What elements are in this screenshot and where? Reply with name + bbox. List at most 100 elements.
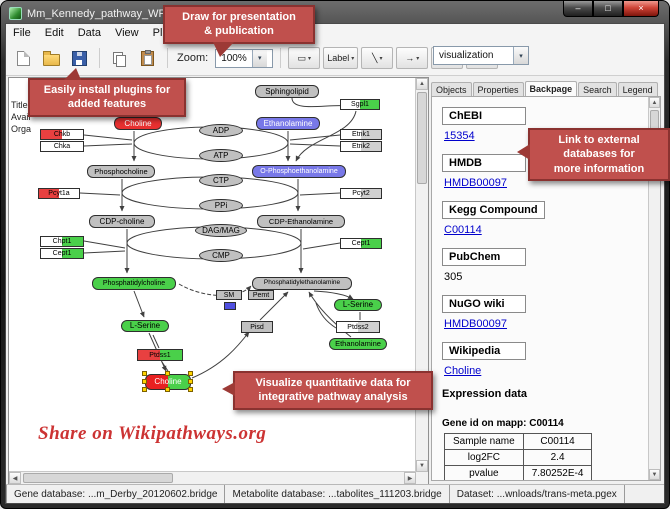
pathway-node[interactable]: Etnk2: [340, 141, 382, 152]
toolbar-separator: [167, 48, 168, 68]
app-icon: [9, 7, 22, 20]
pathway-node[interactable]: CMP: [199, 249, 243, 262]
tab-objects[interactable]: Objects: [431, 82, 472, 96]
menu-edit[interactable]: Edit: [44, 26, 64, 39]
external-link[interactable]: HMDB00097: [444, 177, 507, 189]
menu-data[interactable]: Data: [77, 26, 101, 39]
tab-search[interactable]: Search: [578, 82, 617, 96]
tab-backpage[interactable]: Backpage: [524, 81, 578, 96]
pathway-node[interactable]: Phosphatidylcholine: [92, 277, 176, 290]
arrow-tool[interactable]: →▾: [396, 47, 429, 69]
callout-draw-presentation: Draw for presentation& publication: [163, 5, 315, 57]
external-link[interactable]: C00114: [444, 224, 482, 236]
line-tool[interactable]: ╲▾: [361, 47, 394, 69]
pathway-node[interactable]: Ethanolamine: [256, 117, 320, 130]
visualization-select[interactable]: visualization ▾: [433, 46, 529, 65]
pathway-node[interactable]: SM: [216, 290, 242, 300]
pathway-node[interactable]: Etnk1: [340, 129, 382, 140]
pathway-node[interactable]: Phosphatidylethanolamine: [252, 277, 352, 290]
label-tool-icon: Label: [327, 53, 350, 63]
new-file-button[interactable]: [11, 46, 36, 70]
selection-handle-icon[interactable]: [142, 387, 147, 392]
toolbar-separator: [99, 48, 100, 68]
selection-handle-icon[interactable]: [142, 379, 147, 384]
selection-handle-icon[interactable]: [188, 371, 193, 376]
pathway-node[interactable]: PPi: [199, 199, 243, 212]
database-value: HMDB00097: [444, 318, 643, 330]
pathway-node[interactable]: Choline: [114, 117, 162, 130]
menu-file[interactable]: File: [13, 26, 31, 39]
canvas-vertical-scrollbar[interactable]: ▲ ▼: [415, 78, 428, 472]
expression-gene-id: Gene id on mapp: C00114: [442, 418, 564, 429]
maximize-button[interactable]: □: [593, 1, 623, 17]
selection-handle-icon[interactable]: [142, 371, 147, 376]
pathway-node[interactable]: DAG/MAG: [195, 224, 247, 237]
external-link[interactable]: 15354: [444, 130, 475, 142]
pathway-node[interactable]: Ptdss1: [137, 349, 183, 361]
paste-button[interactable]: [135, 46, 160, 70]
scroll-down-icon[interactable]: ▼: [649, 469, 660, 480]
selection-handle-icon[interactable]: [165, 387, 170, 392]
new-file-icon: [17, 50, 30, 66]
pathway-node[interactable]: Chkb: [40, 129, 84, 140]
scroll-up-icon[interactable]: ▲: [649, 97, 660, 108]
pathway-node[interactable]: CDP-choline: [89, 215, 155, 228]
pathway-node[interactable]: Cept1: [340, 238, 382, 249]
pathway-node[interactable]: CDP-Ethanolamine: [257, 215, 345, 228]
pathway-node[interactable]: ATP: [199, 149, 243, 162]
pathway-node[interactable]: Phosphocholine: [87, 165, 155, 178]
save-icon: [72, 50, 87, 66]
pathway-node[interactable]: Sphingolipid: [255, 85, 319, 98]
pathway-node[interactable]: Pcyt1a: [38, 188, 80, 199]
pathway-node[interactable]: L-Serine: [334, 299, 382, 311]
dropdown-arrow-icon: ▾: [416, 55, 420, 62]
pathway-node[interactable]: Chpt1: [40, 236, 84, 247]
selection-handle-icon[interactable]: [188, 379, 193, 384]
scroll-left-icon[interactable]: ◀: [9, 472, 21, 484]
vertical-scroll-thumb[interactable]: [417, 92, 427, 184]
external-link[interactable]: HMDB00097: [444, 318, 507, 330]
pathway-node[interactable]: CTP: [199, 174, 243, 187]
pathway-node[interactable]: Chka: [40, 141, 84, 152]
external-link[interactable]: Choline: [444, 365, 482, 377]
tab-legend[interactable]: Legend: [617, 82, 658, 96]
selection-handle-icon[interactable]: [165, 371, 170, 376]
pathway-node[interactable]: [224, 302, 236, 310]
pathway-node[interactable]: Ethanolamine: [329, 338, 387, 350]
label-tool[interactable]: Label▾: [323, 47, 359, 69]
zoom-select[interactable]: 100% ▾: [215, 48, 274, 68]
close-button[interactable]: ×: [623, 1, 659, 17]
pathway-node[interactable]: L-Serine: [121, 320, 169, 332]
zoom-value: 100%: [221, 52, 247, 64]
scroll-down-icon[interactable]: ▼: [416, 460, 428, 472]
pathway-node[interactable]: Cept1: [40, 248, 84, 259]
save-button[interactable]: [67, 46, 92, 70]
selection-handle-icon[interactable]: [188, 387, 193, 392]
pathway-node[interactable]: Ptdss2: [336, 321, 380, 333]
scroll-right-icon[interactable]: ▶: [404, 472, 416, 484]
datanode-tool[interactable]: ▭▾: [288, 47, 321, 69]
copy-button[interactable]: [107, 46, 132, 70]
expression-cell: Sample name: [444, 433, 524, 450]
canvas-horizontal-scrollbar[interactable]: ◀ ▶: [9, 471, 416, 484]
pathway-node[interactable]: O-Phosphoethanolamine: [252, 165, 346, 178]
minimize-button[interactable]: –: [563, 1, 593, 17]
datanode-tool-icon: ▭: [297, 52, 306, 63]
scroll-up-icon[interactable]: ▲: [416, 78, 428, 90]
open-file-button[interactable]: [39, 46, 64, 70]
tab-properties[interactable]: Properties: [472, 82, 524, 96]
pathway-node[interactable]: Pcyt2: [340, 188, 382, 199]
horizontal-scroll-thumb[interactable]: [23, 473, 173, 483]
pathway-node[interactable]: ADP: [199, 124, 243, 137]
pathway-node[interactable]: Pemt: [248, 290, 274, 300]
toolbar: Zoom: 100% ▾ ▭▾Label▾╲▾→▾○▾◇▾: [6, 41, 664, 76]
pathway-node[interactable]: Sgpl1: [340, 99, 380, 110]
menu-view[interactable]: View: [114, 26, 139, 39]
pathway-node[interactable]: Pisd: [241, 321, 273, 333]
